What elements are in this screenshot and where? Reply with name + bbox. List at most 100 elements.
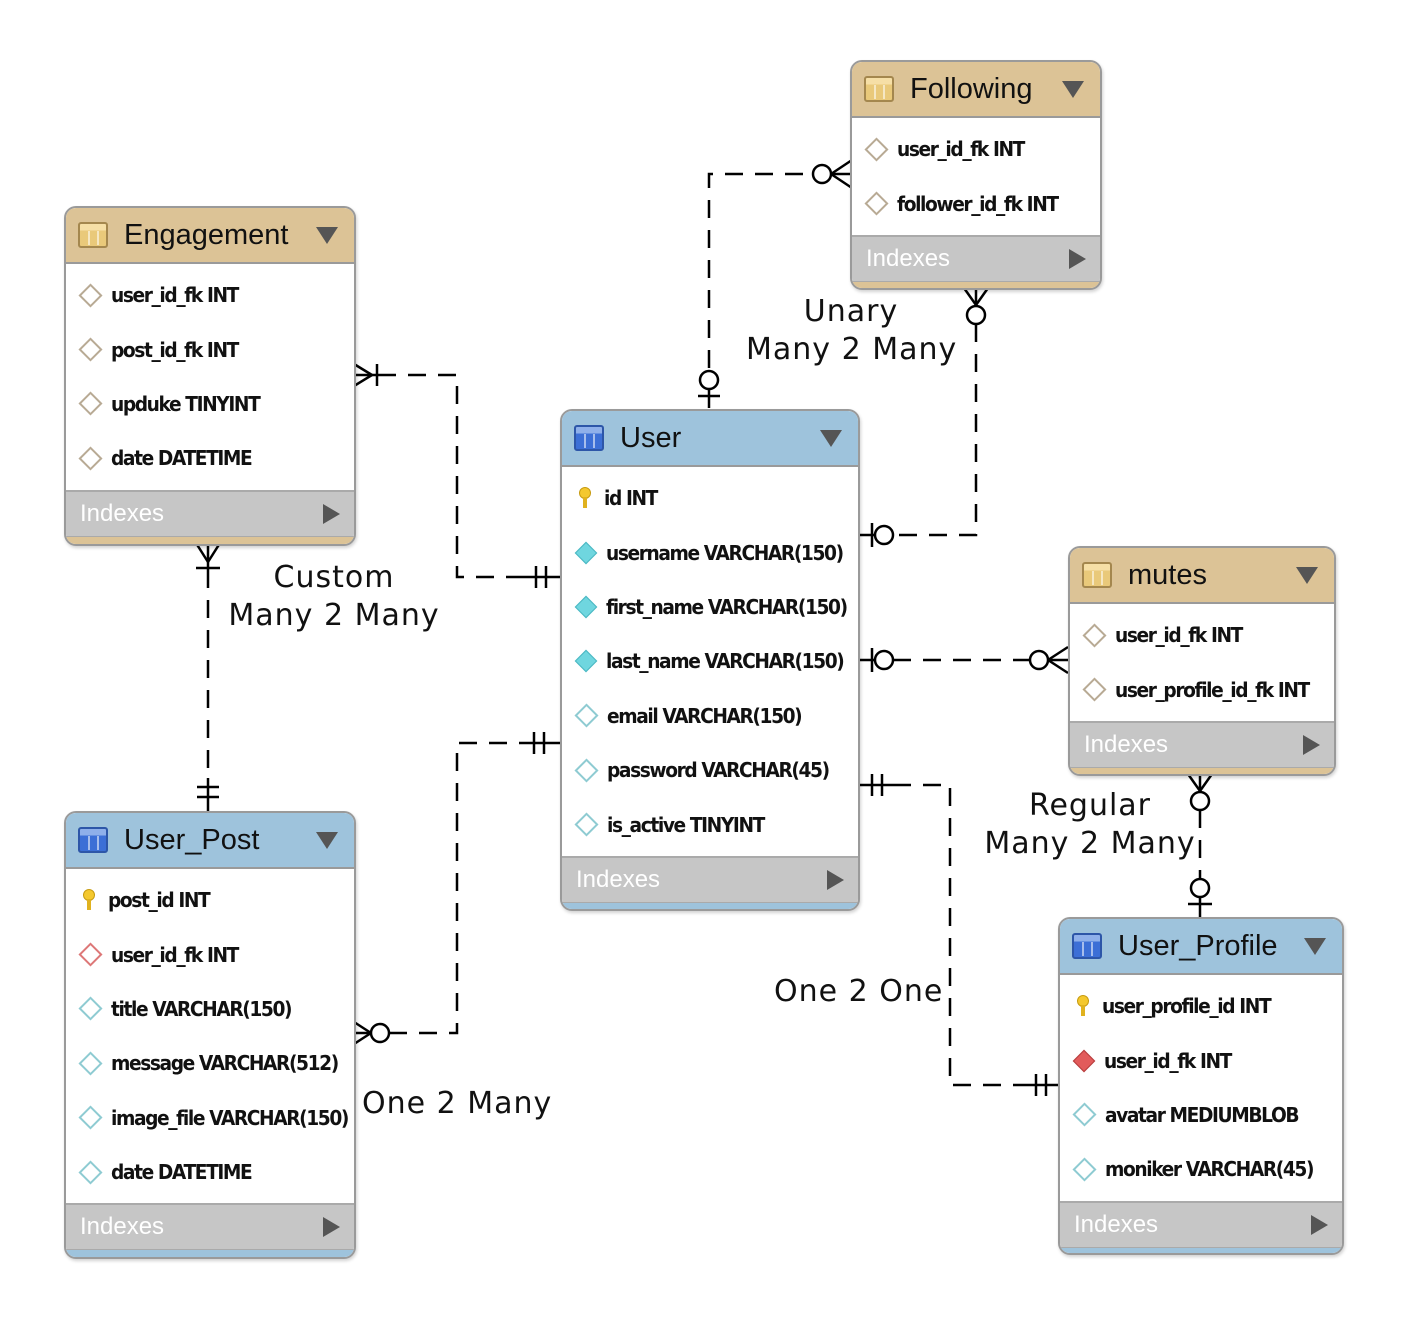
field-row[interactable]: image_file VARCHAR(150) bbox=[66, 1091, 354, 1145]
field-row[interactable]: first_name VARCHAR(150) bbox=[562, 580, 858, 634]
entity-user-profile[interactable]: User_Profile user_profile_id INT user_id… bbox=[1058, 917, 1344, 1255]
label-line-1: Custom bbox=[273, 560, 395, 595]
table-icon bbox=[78, 827, 108, 853]
indexes-label: Indexes bbox=[1074, 1210, 1159, 1238]
collapse-arrow-icon[interactable] bbox=[1304, 937, 1326, 955]
foreign-key-icon bbox=[864, 137, 889, 162]
field-row[interactable]: password VARCHAR(45) bbox=[562, 743, 858, 797]
indexes-label: Indexes bbox=[80, 499, 165, 527]
indexes-section[interactable]: Indexes bbox=[66, 1203, 354, 1250]
not-null-column-icon bbox=[574, 541, 598, 564]
foreign-key-icon bbox=[1082, 677, 1107, 702]
collapse-arrow-icon[interactable] bbox=[820, 429, 842, 447]
connector-userpost-user bbox=[353, 732, 560, 1046]
column-icon bbox=[574, 703, 599, 728]
field-row[interactable]: post_id INT bbox=[66, 873, 354, 927]
field-row[interactable]: avatar MEDIUMBLOB bbox=[1060, 1088, 1342, 1142]
field-row[interactable]: user_id_fk INT bbox=[1070, 608, 1334, 662]
foreign-key-icon bbox=[78, 283, 103, 308]
field-row[interactable]: moniker VARCHAR(45) bbox=[1060, 1142, 1342, 1196]
entity-title: User_Profile bbox=[1118, 929, 1278, 962]
expand-arrow-icon[interactable] bbox=[1303, 734, 1320, 755]
entity-title: Engagement bbox=[124, 218, 289, 251]
label-line-1: Unary bbox=[803, 294, 899, 329]
field-row[interactable]: email VARCHAR(150) bbox=[562, 689, 858, 743]
foreign-key-icon bbox=[1082, 623, 1107, 648]
column-icon bbox=[78, 391, 103, 416]
entity-user-post[interactable]: User_Post post_id INT user_id_fk INT tit… bbox=[64, 811, 356, 1259]
entity-title: Following bbox=[910, 72, 1033, 105]
entity-mutes[interactable]: mutes user_id_fk INT user_profile_id_fk … bbox=[1068, 546, 1336, 776]
field-list: user_id_fk INT user_profile_id_fk INT bbox=[1070, 604, 1334, 721]
indexes-label: Indexes bbox=[576, 865, 661, 893]
entity-engagement[interactable]: Engagement user_id_fk INT post_id_fk INT… bbox=[64, 206, 356, 546]
expand-arrow-icon[interactable] bbox=[1311, 1214, 1328, 1235]
table-icon bbox=[574, 425, 604, 451]
column-icon bbox=[78, 1160, 103, 1185]
table-icon bbox=[78, 222, 108, 248]
label-unary-many-to-many: Unary Many 2 Many bbox=[746, 293, 956, 369]
label-one-to-one: One 2 One bbox=[774, 973, 942, 1011]
field-row[interactable]: user_id_fk INT bbox=[852, 122, 1100, 176]
field-row[interactable]: date DATETIME bbox=[66, 1145, 354, 1199]
column-icon bbox=[78, 1051, 103, 1076]
label-line-2: Many 2 Many bbox=[984, 826, 1196, 861]
field-row[interactable]: user_id_fk INT bbox=[1060, 1033, 1342, 1087]
primary-key-icon bbox=[1077, 995, 1089, 1017]
collapse-arrow-icon[interactable] bbox=[1296, 566, 1318, 584]
indexes-label: Indexes bbox=[1084, 730, 1169, 758]
collapse-arrow-icon[interactable] bbox=[1062, 80, 1084, 98]
column-icon bbox=[78, 996, 103, 1021]
indexes-section[interactable]: Indexes bbox=[66, 489, 354, 536]
expand-arrow-icon[interactable] bbox=[323, 503, 340, 524]
indexes-label: Indexes bbox=[866, 244, 951, 272]
entity-footer bbox=[1070, 766, 1334, 774]
entity-user[interactable]: User id INT username VARCHAR(150) first_… bbox=[560, 409, 860, 911]
label-line-1: Regular bbox=[1028, 788, 1152, 823]
field-row[interactable]: user_id_fk INT bbox=[66, 268, 354, 322]
field-row[interactable]: id INT bbox=[562, 471, 858, 525]
entity-title: User bbox=[620, 421, 682, 454]
table-icon bbox=[1072, 933, 1102, 959]
field-row[interactable]: is_active TINYINT bbox=[562, 797, 858, 851]
indexes-section[interactable]: Indexes bbox=[1060, 1200, 1342, 1247]
column-icon bbox=[78, 446, 103, 471]
field-list: id INT username VARCHAR(150) first_name … bbox=[562, 467, 858, 856]
entity-title: User_Post bbox=[124, 823, 260, 856]
field-list: user_id_fk INT follower_id_fk INT bbox=[852, 118, 1100, 235]
entity-header: User_Profile bbox=[1060, 919, 1342, 975]
entity-footer bbox=[852, 280, 1100, 288]
foreign-key-icon bbox=[78, 942, 103, 967]
indexes-section[interactable]: Indexes bbox=[1070, 720, 1334, 767]
field-row[interactable]: user_profile_id INT bbox=[1060, 979, 1342, 1033]
collapse-arrow-icon[interactable] bbox=[316, 226, 338, 244]
field-row[interactable]: message VARCHAR(512) bbox=[66, 1036, 354, 1090]
field-row[interactable]: follower_id_fk INT bbox=[852, 176, 1100, 230]
field-row[interactable]: date DATETIME bbox=[66, 431, 354, 485]
column-icon bbox=[78, 1105, 103, 1130]
expand-arrow-icon[interactable] bbox=[323, 1217, 340, 1238]
foreign-key-icon bbox=[1072, 1049, 1096, 1072]
expand-arrow-icon[interactable] bbox=[1069, 248, 1086, 269]
entity-header: User_Post bbox=[66, 813, 354, 869]
field-row[interactable]: upduke TINYINT bbox=[66, 377, 354, 431]
collapse-arrow-icon[interactable] bbox=[316, 831, 338, 849]
label-line-2: Many 2 Many bbox=[746, 332, 958, 367]
entity-following[interactable]: Following user_id_fk INT follower_id_fk … bbox=[850, 60, 1102, 290]
table-icon bbox=[1082, 562, 1112, 588]
label-line-1: One 2 Many bbox=[362, 1086, 553, 1121]
expand-arrow-icon[interactable] bbox=[827, 869, 844, 890]
indexes-section[interactable]: Indexes bbox=[562, 855, 858, 902]
entity-header: Engagement bbox=[66, 208, 354, 264]
label-line-1: One 2 One bbox=[774, 974, 944, 1009]
field-row[interactable]: user_id_fk INT bbox=[66, 927, 354, 981]
indexes-section[interactable]: Indexes bbox=[852, 234, 1100, 281]
field-row[interactable]: user_profile_id_fk INT bbox=[1070, 662, 1334, 716]
field-row[interactable]: post_id_fk INT bbox=[66, 322, 354, 376]
column-icon bbox=[1072, 1102, 1097, 1127]
field-row[interactable]: last_name VARCHAR(150) bbox=[562, 634, 858, 688]
connector-engagement-userpost bbox=[194, 542, 222, 812]
field-row[interactable]: username VARCHAR(150) bbox=[562, 525, 858, 579]
field-row[interactable]: title VARCHAR(150) bbox=[66, 982, 354, 1036]
entity-header: Following bbox=[852, 62, 1100, 118]
